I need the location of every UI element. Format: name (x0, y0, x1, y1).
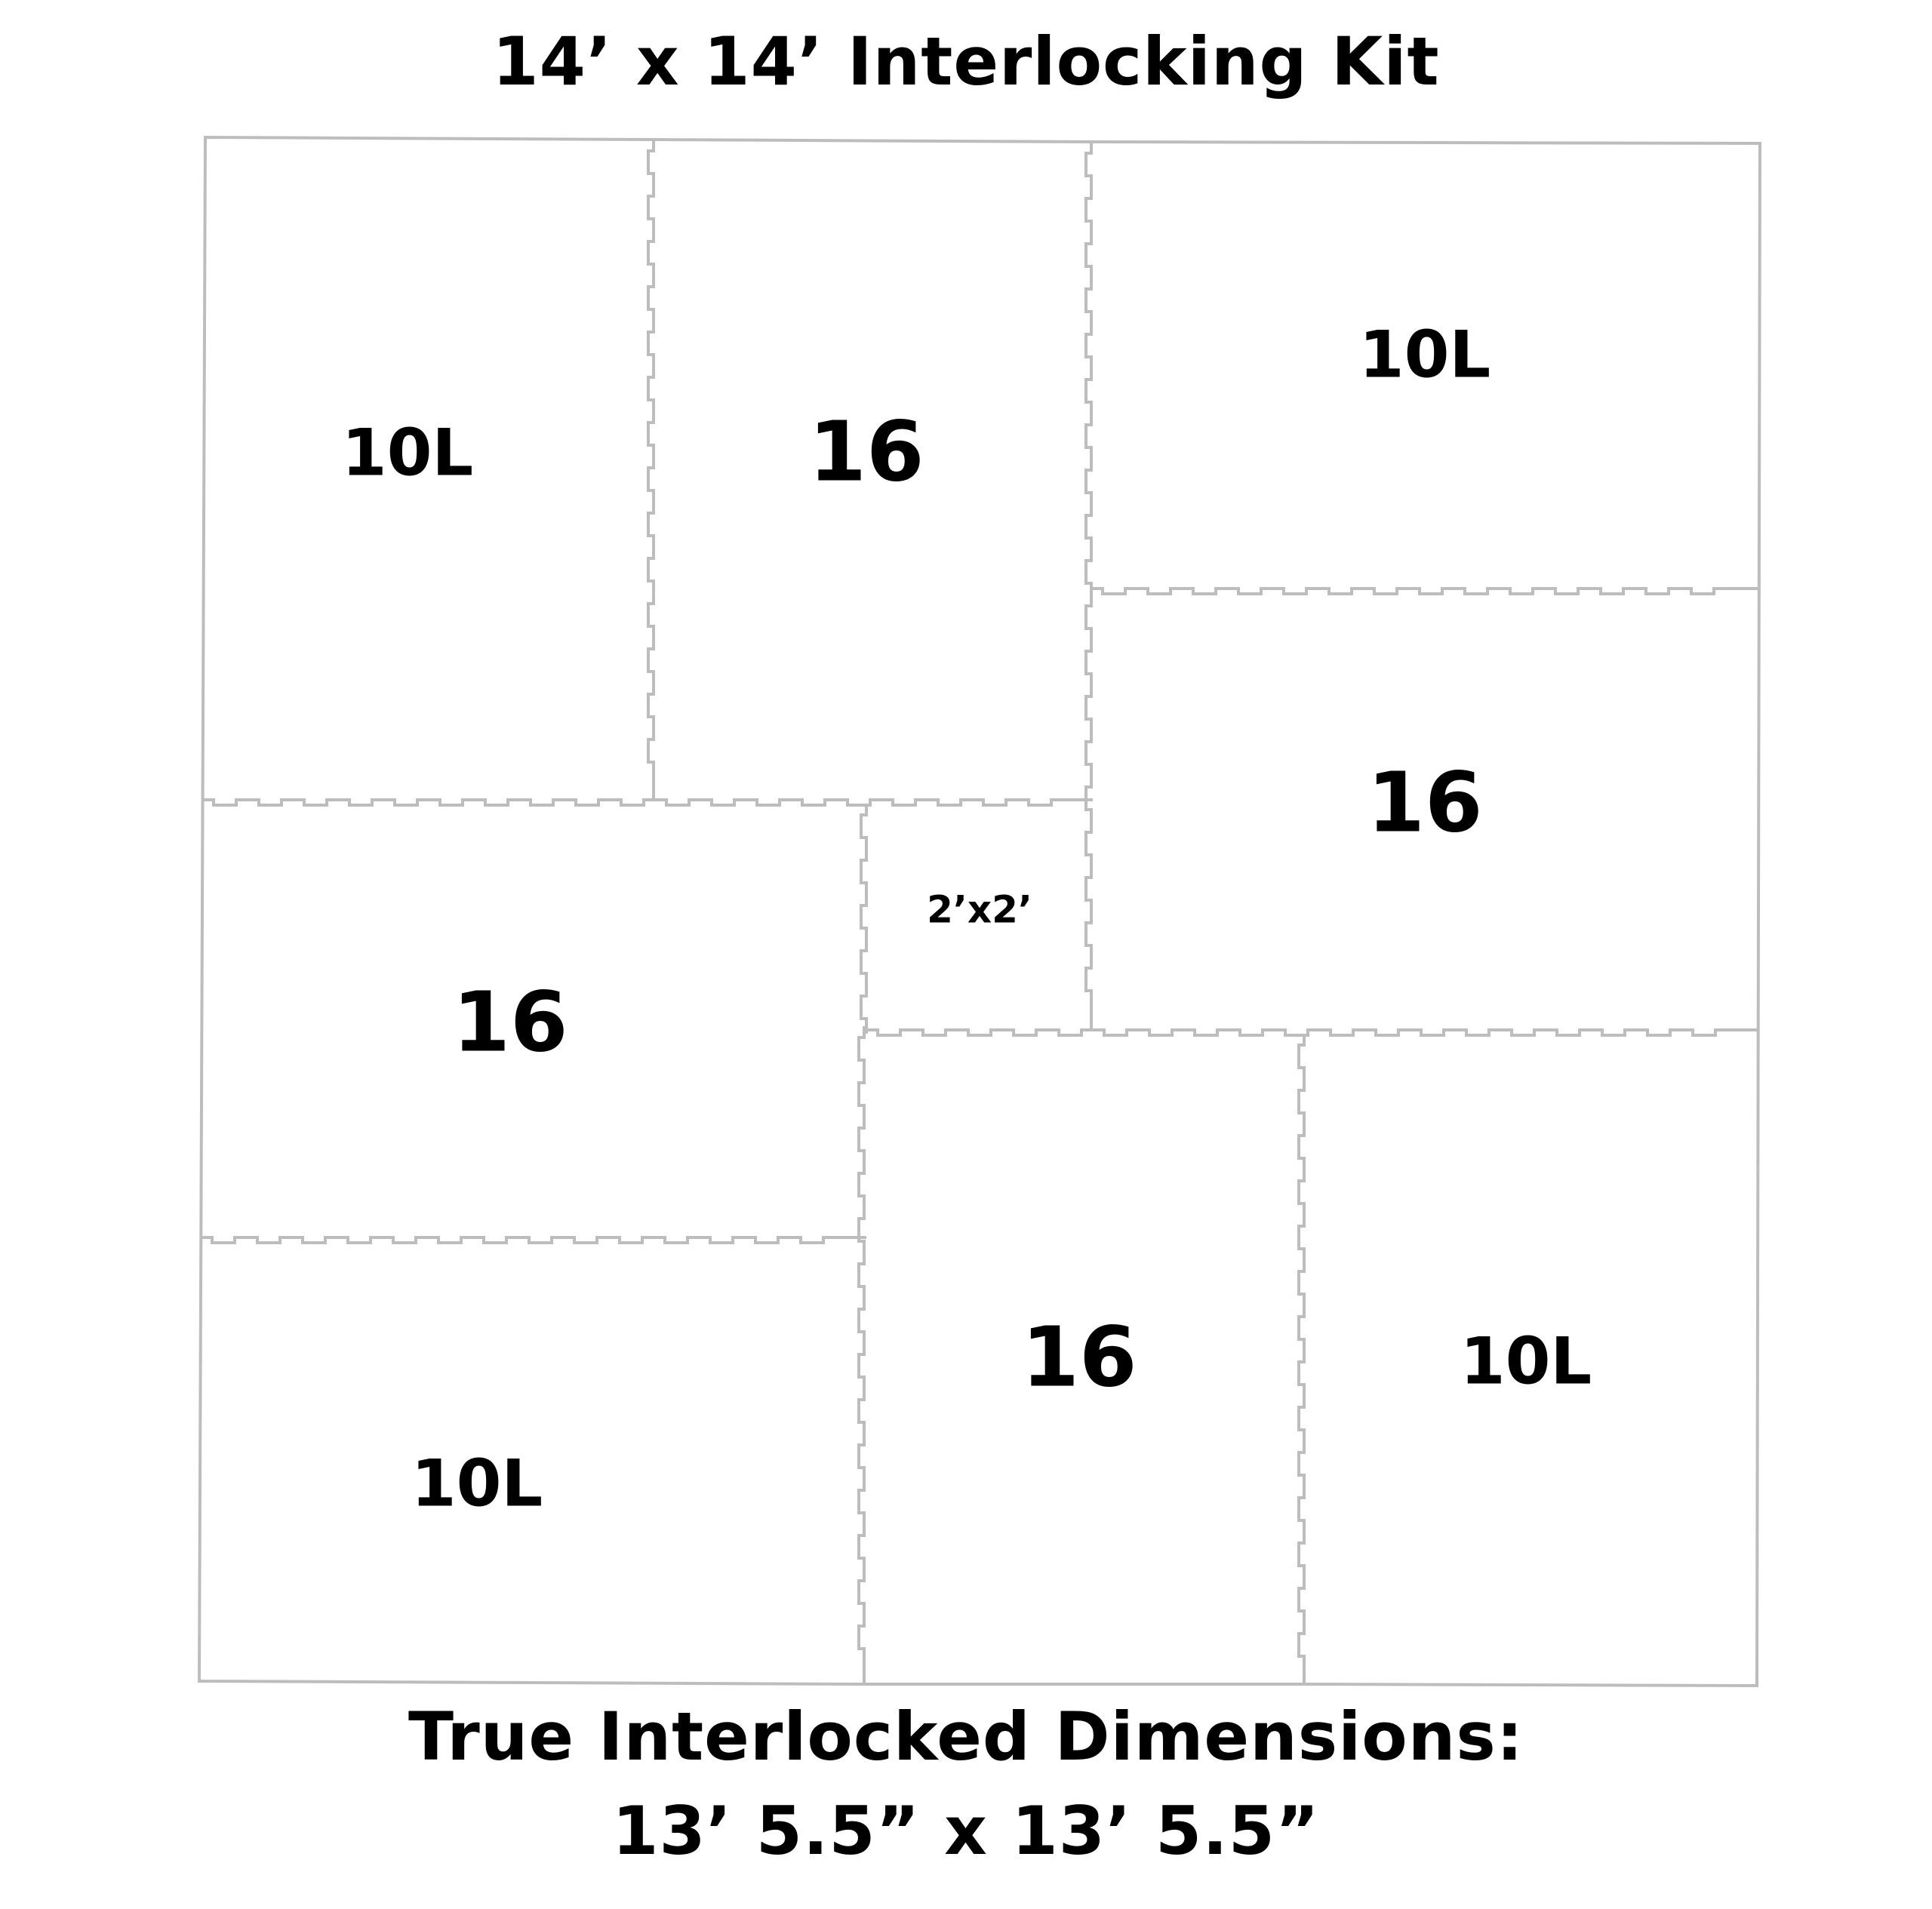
dimensions-heading: True Interlocked Dimensions: (408, 1698, 1524, 1775)
dimensions-value: 13’ 5.5” x 13’ 5.5” (612, 1792, 1320, 1870)
tile-label-left-middle: 16 (452, 973, 568, 1070)
seam-small-left (860, 804, 868, 1034)
diagram-title: 14’ x 14’ Interlocking Kit (492, 23, 1440, 100)
tile-label-bottom-left: 10L (411, 1446, 543, 1521)
tile-label-top-middle: 16 (808, 403, 924, 500)
seam-left-upper (202, 798, 1093, 807)
seam-top-middle-right (1084, 142, 1093, 1030)
tile-label-top-right: 10L (1359, 317, 1491, 392)
tile-label-right-middle: 16 (1367, 754, 1482, 850)
tile-label-top-left: 10L (342, 415, 473, 490)
seam-center-lower (866, 1028, 1758, 1037)
seam-top-left-middle (647, 140, 655, 800)
tile-label-center-small: 2’x2’ (927, 888, 1032, 932)
seam-bottom-middle-right (1297, 1034, 1306, 1684)
outer-frame (197, 135, 1762, 1688)
tile-label-bottom-middle: 16 (1021, 1308, 1137, 1405)
seam-right-upper (1091, 587, 1758, 595)
seam-left-lower (201, 1236, 866, 1244)
seam-bottom-left-middle (857, 1026, 866, 1684)
tile-label-bottom-right: 10L (1460, 1323, 1592, 1399)
